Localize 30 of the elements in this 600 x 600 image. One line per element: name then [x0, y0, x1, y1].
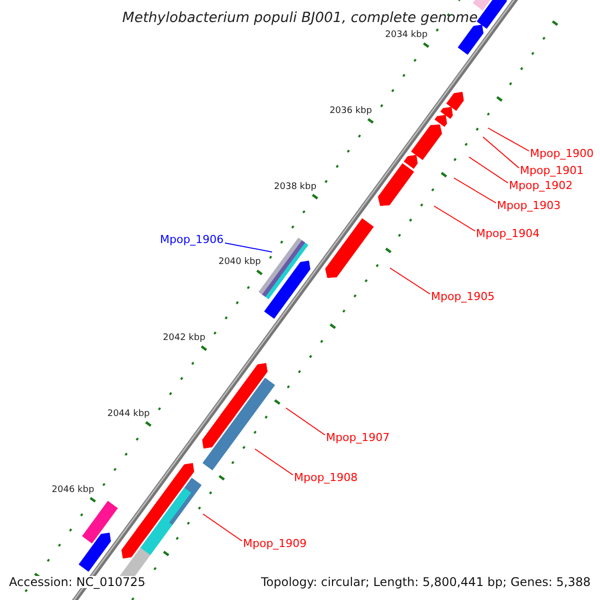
leader-line: [390, 268, 430, 294]
title: Methylobacterium populi BJ001, complete genome: [121, 11, 479, 25]
scale-label: 2038 kbp: [274, 182, 316, 192]
gene-label: Mpop_1900: [530, 148, 594, 159]
accession-text: Accession: NC_010725: [9, 576, 146, 588]
gene-label: Mpop_1907: [326, 432, 390, 443]
gene-label: Mpop_1904: [476, 228, 540, 239]
gene-label: Mpop_1908: [294, 472, 358, 483]
leader-line: [468, 156, 508, 184]
leader-line: [488, 128, 530, 152]
gene-label: Mpop_1901: [520, 165, 584, 176]
gene-label: Mpop_1902: [509, 180, 573, 191]
genome-info-text: Topology: circular; Length: 5,800,441 bp; Genes: 5,388: [261, 576, 591, 588]
leader-line: [434, 206, 476, 232]
scale-label: 2046 kbp: [52, 486, 94, 495]
leader-line: [286, 408, 326, 436]
leader-line: [482, 136, 520, 168]
scale-label: 2042 kbp: [162, 334, 206, 344]
gene-label: Mpop_1903: [497, 200, 561, 211]
gene-label: Mpop_1906: [160, 234, 224, 245]
leader-line: [202, 514, 242, 542]
scale-label: 2044 kbp: [107, 410, 150, 419]
gene-label: Mpop_1909: [243, 538, 307, 549]
scale-label: 2036 kbp: [330, 106, 372, 116]
gene-label: Mpop_1905: [431, 291, 495, 302]
scale-label: 2034 kbp: [385, 31, 428, 40]
leader-line: [254, 448, 294, 476]
leader-line: [224, 242, 272, 252]
scale-label: 2040 kbp: [218, 258, 261, 268]
leader-line: [454, 178, 496, 204]
